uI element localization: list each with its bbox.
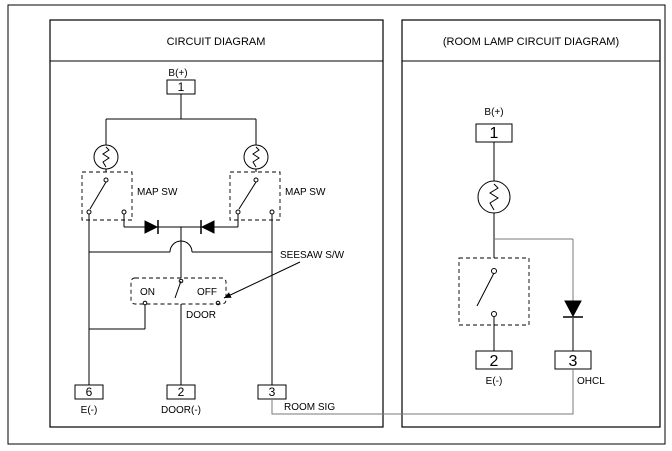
seesaw-contact-top bbox=[178, 278, 184, 284]
map-switch-left-label: MAP SW bbox=[137, 187, 178, 198]
right-panel: (ROOM LAMP CIRCUIT DIAGRAM) B(+) 1 2 E(-… bbox=[401, 19, 661, 428]
room-pin-3-number: 3 bbox=[569, 353, 578, 370]
room-pin-2-box bbox=[475, 350, 513, 370]
left-panel: CIRCUIT DIAGRAM B(+) 1 MAP SW MAP SW bbox=[49, 19, 384, 428]
map-switch-left-lever bbox=[89, 181, 107, 210]
diode-left-icon bbox=[144, 220, 159, 234]
diode-right-icon bbox=[200, 220, 215, 234]
map-lamp-right-icon bbox=[243, 144, 269, 170]
pin-6-box bbox=[74, 384, 104, 400]
map-switch-right-lever bbox=[238, 181, 257, 210]
map-lamp-right-filament bbox=[252, 146, 260, 168]
room-pin-2-label: E(-) bbox=[486, 376, 503, 387]
room-pin-3-label: OHCL bbox=[577, 376, 605, 387]
map-lamp-left-icon bbox=[93, 144, 119, 170]
right-supply-pin-number: 1 bbox=[490, 125, 499, 142]
pin-6-number: 6 bbox=[86, 385, 93, 399]
map-switch-right-contact-a bbox=[235, 209, 241, 215]
left-panel-frame bbox=[49, 19, 384, 428]
ohcl-diode-icon bbox=[564, 300, 582, 318]
pin-2-label: DOOR(-) bbox=[161, 405, 201, 416]
map-switch-left-box bbox=[81, 171, 133, 221]
seesaw-contact-on bbox=[142, 300, 148, 306]
seesaw-off-label: OFF bbox=[197, 287, 217, 298]
seesaw-contact-off bbox=[215, 300, 221, 306]
seesaw-leader-line bbox=[223, 261, 301, 299]
left-supply-pin-number: 1 bbox=[178, 80, 185, 94]
right-panel-frame bbox=[401, 19, 661, 428]
room-lamp-filament bbox=[489, 183, 499, 211]
room-switch-contact-bottom bbox=[491, 311, 497, 317]
outer-frame bbox=[7, 4, 666, 445]
room-pin-2-number: 2 bbox=[490, 353, 499, 370]
seesaw-on-label: ON bbox=[140, 287, 155, 298]
map-switch-left-contact-b bbox=[121, 209, 127, 215]
left-supply-label: B(+) bbox=[168, 68, 187, 79]
seesaw-switch-box bbox=[130, 277, 227, 305]
pin-6-label: E(-) bbox=[81, 405, 98, 416]
seesaw-lever bbox=[174, 280, 182, 299]
map-switch-right-contact-b bbox=[269, 209, 275, 215]
map-switch-left-contact-a bbox=[86, 209, 92, 215]
map-switch-right-box bbox=[229, 171, 281, 221]
pin-3-number: 3 bbox=[269, 385, 276, 399]
pin-2-number: 2 bbox=[178, 385, 185, 399]
room-lamp-icon bbox=[477, 180, 511, 214]
right-panel-title: (ROOM LAMP CIRCUIT DIAGRAM) bbox=[443, 36, 619, 48]
map-lamp-left-filament bbox=[102, 146, 110, 168]
room-switch-contact-top bbox=[491, 268, 497, 274]
map-switch-right-contact-top bbox=[253, 177, 259, 183]
map-switch-left-contact-top bbox=[103, 177, 109, 183]
room-switch-lever bbox=[476, 272, 495, 307]
wire-room-sig-to-ohcl bbox=[271, 369, 574, 415]
right-supply-label: B(+) bbox=[484, 107, 503, 118]
seesaw-switch-label: SEESAW S/W bbox=[280, 250, 345, 261]
seesaw-door-label: DOOR bbox=[186, 310, 216, 321]
pin-2-box bbox=[166, 384, 196, 400]
pin-3-label: ROOM SIG bbox=[284, 402, 335, 413]
left-panel-title: CIRCUIT DIAGRAM bbox=[167, 36, 266, 48]
map-switch-right-label: MAP SW bbox=[285, 187, 326, 198]
